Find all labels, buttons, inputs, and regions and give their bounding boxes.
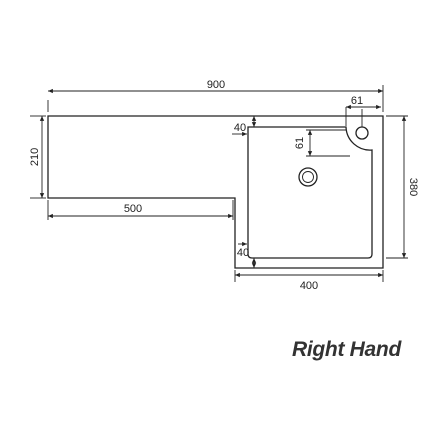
dim-basin-depth: 380 bbox=[407, 178, 419, 196]
waste-outer bbox=[298, 167, 318, 187]
caption-right-hand: Right Hand bbox=[292, 338, 401, 361]
dim-vanity-depth: 210 bbox=[29, 148, 41, 166]
dim-tap-horizontal: 61 bbox=[351, 95, 363, 107]
dim-vanity-width: 500 bbox=[124, 203, 142, 215]
basin-bowl bbox=[247, 126, 373, 259]
unit-outline bbox=[47, 115, 384, 269]
dim-basin-width: 400 bbox=[300, 280, 318, 292]
tap-hole bbox=[355, 126, 369, 140]
dim-tap-vertical: 61 bbox=[294, 137, 306, 149]
waste-inner bbox=[302, 171, 314, 183]
dim-rim-bottom: 40 bbox=[237, 247, 249, 259]
dim-overall-width: 900 bbox=[207, 79, 225, 91]
dim-rim-top: 40 bbox=[234, 122, 246, 134]
